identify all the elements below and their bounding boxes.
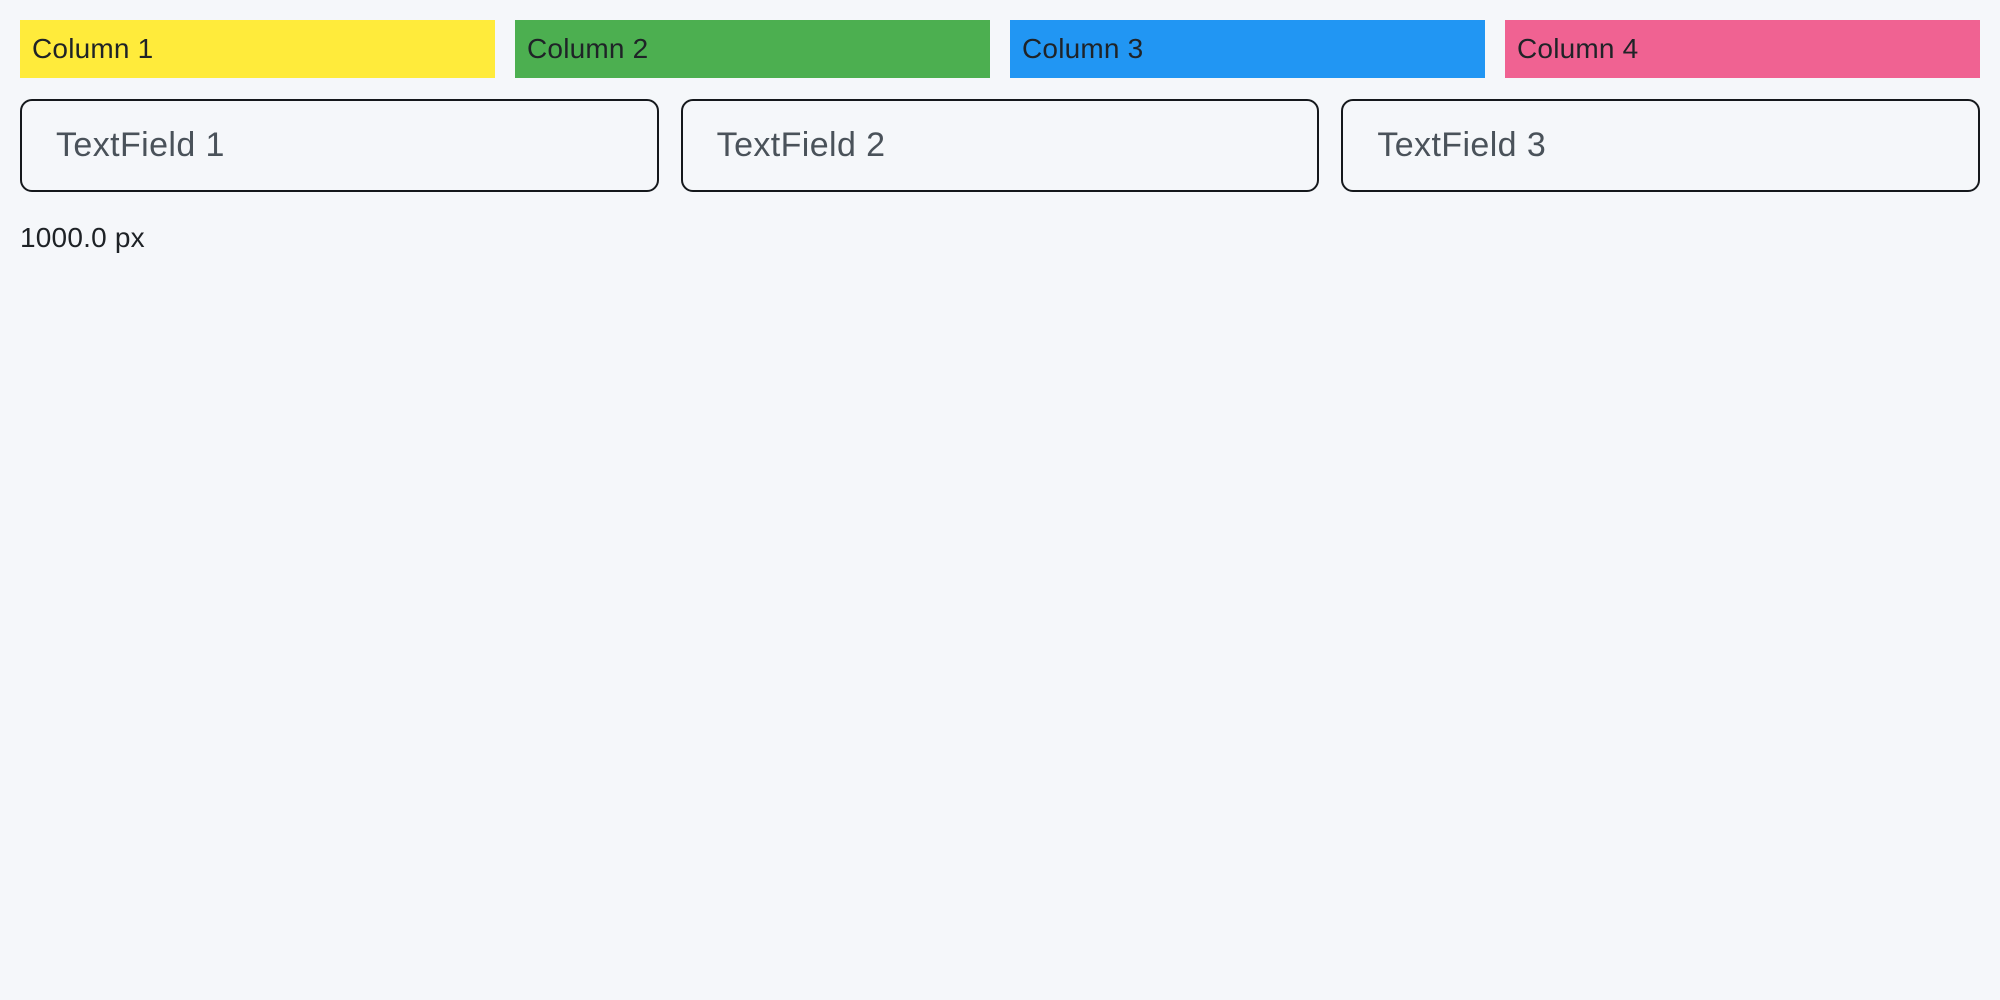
textfield-2[interactable] (680, 99, 1320, 192)
textfield-1[interactable] (20, 99, 659, 192)
column-bar-3: Column 3 (1010, 20, 1485, 78)
column-4-label: Column 4 (1517, 33, 1639, 64)
textfield-3[interactable] (1341, 99, 1981, 192)
width-readout: 1000.0 px (20, 222, 145, 253)
column-2-label: Column 2 (527, 33, 649, 64)
column-bar-2: Column 2 (515, 20, 990, 78)
column-3-label: Column 3 (1022, 33, 1144, 64)
columns-row: Column 1 Column 2 Column 3 Column 4 (20, 20, 1980, 78)
column-bar-1: Column 1 (20, 20, 495, 78)
column-1-label: Column 1 (32, 33, 154, 64)
column-bar-4: Column 4 (1505, 20, 1980, 78)
textfields-row (20, 99, 1981, 192)
